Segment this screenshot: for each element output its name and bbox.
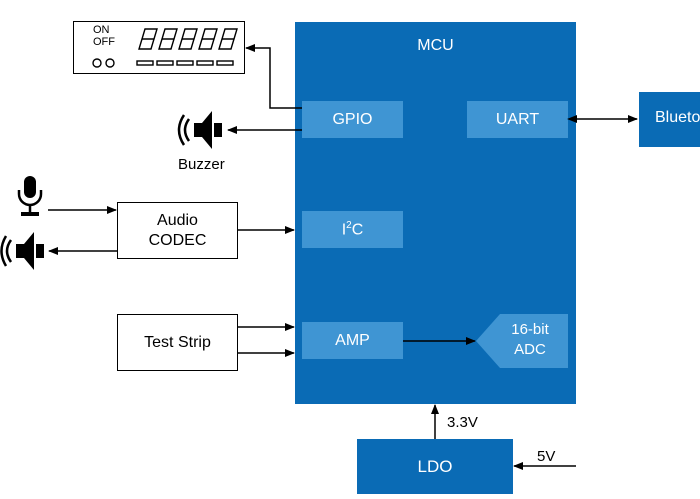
- mcu-title: MCU: [417, 37, 454, 54]
- bluetooth-block: Blueto: [639, 92, 700, 147]
- adc-block: [476, 314, 568, 368]
- display-on-label: ON: [93, 24, 110, 36]
- codec-line1: Audio: [157, 211, 198, 229]
- knob-left-icon: [92, 58, 102, 68]
- amp-block: AMP: [302, 322, 403, 359]
- codec-line2: CODEC: [148, 231, 207, 249]
- ldo-input-voltage: 5V: [537, 448, 556, 465]
- gpio-block: GPIO: [302, 101, 403, 138]
- ldo-block: LDO: [357, 439, 513, 494]
- test-strip-block: Test Strip: [117, 314, 238, 371]
- audio-codec-block: Audio CODEC: [117, 202, 238, 259]
- speaker-icon: [0, 232, 44, 270]
- knob-right-icon: [105, 58, 115, 68]
- test-strip-label: Test Strip: [144, 333, 211, 351]
- microphone-icon: [17, 176, 43, 216]
- segment-digits-icon: [138, 28, 238, 50]
- i2c-label: I2C: [341, 219, 364, 239]
- adc-label: 16-bit ADC: [511, 321, 549, 358]
- display-graphics: [92, 28, 238, 68]
- ldo-output-voltage: 3.3V: [447, 414, 478, 431]
- buzzer-speaker-icon: [177, 111, 222, 149]
- gpio-to-display-wire: [245, 44, 302, 109]
- ldo-label: LDO: [417, 456, 453, 476]
- buzzer-label: Buzzer: [178, 156, 225, 173]
- display-buttons-icon: [136, 60, 234, 66]
- display-off-label: OFF: [93, 36, 115, 48]
- uart-label: UART: [495, 110, 540, 128]
- uart-block: UART: [467, 101, 568, 138]
- bluetooth-label: Blueto: [655, 109, 700, 126]
- i2c-block: I2C: [302, 211, 403, 248]
- gpio-label: GPIO: [332, 110, 373, 128]
- amp-label: AMP: [335, 331, 370, 349]
